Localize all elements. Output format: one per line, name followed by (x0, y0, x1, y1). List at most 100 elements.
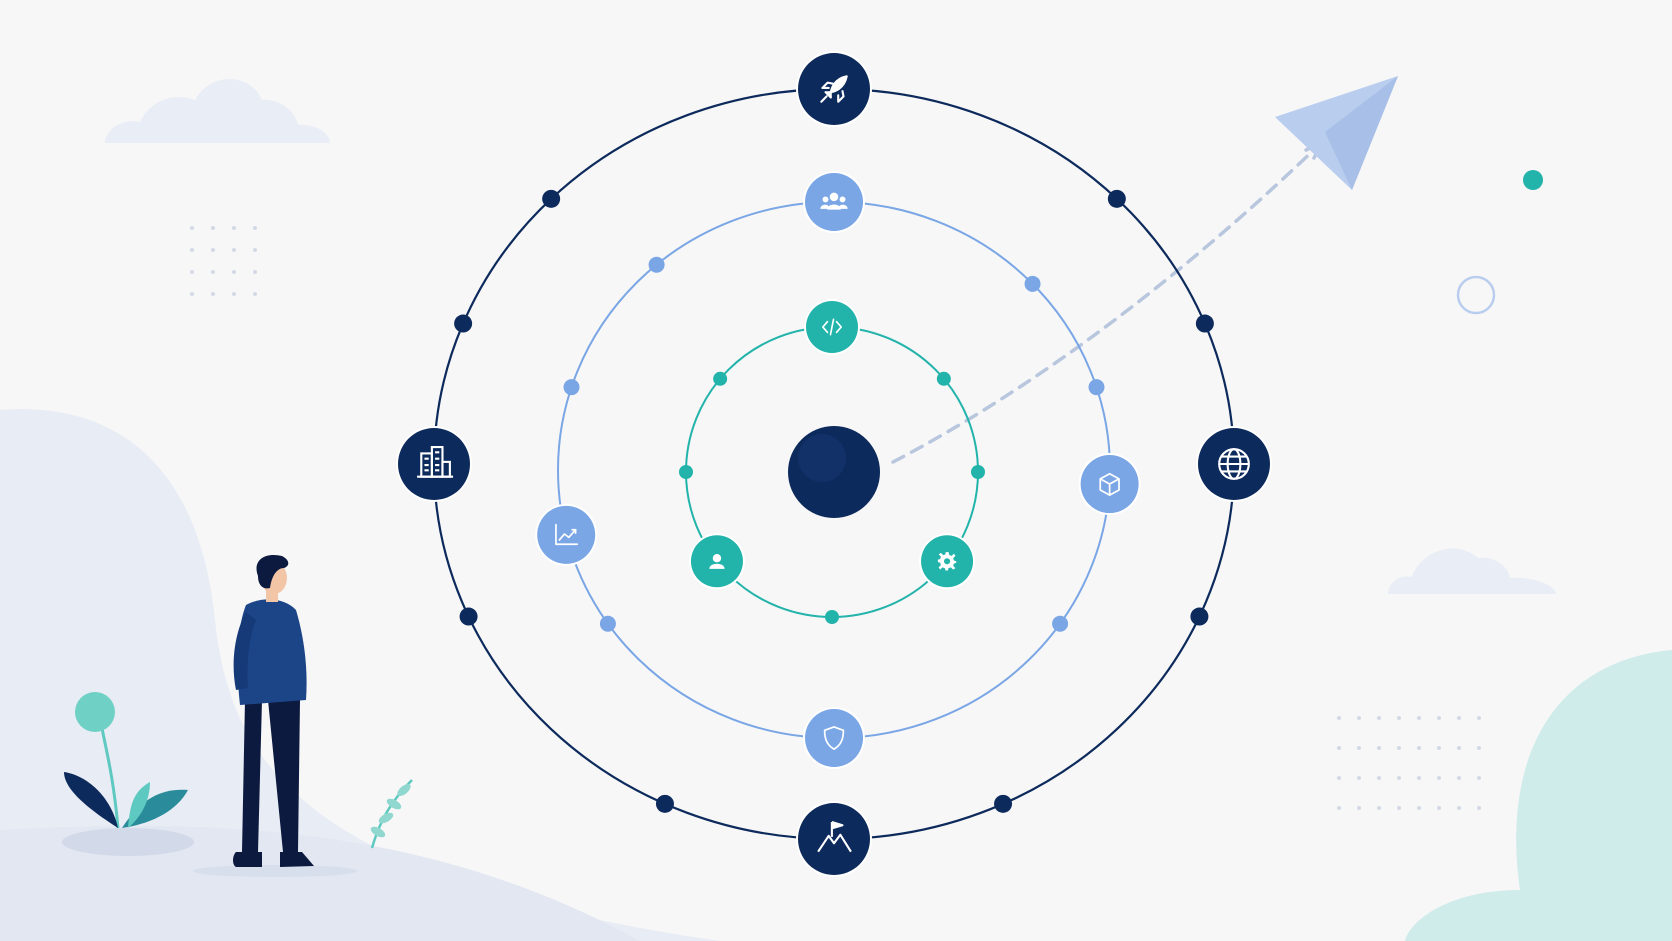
code-node (804, 299, 860, 355)
grid-dot (1377, 746, 1381, 750)
grid-dot (1377, 716, 1381, 720)
orbit-dot (599, 615, 616, 632)
dot-grid (1337, 716, 1481, 810)
grid-dot (1417, 806, 1421, 810)
hollow-circle (1456, 275, 1496, 315)
orbit-dot (459, 607, 478, 626)
grid-dot (1337, 776, 1341, 780)
orbit-dot (1024, 275, 1041, 292)
grid-dot (253, 292, 257, 296)
grid-dot (1477, 716, 1481, 720)
grid-dot (1417, 746, 1421, 750)
paper-plane-icon (1275, 76, 1398, 190)
grid-dot (1357, 776, 1361, 780)
grid-dot (232, 270, 236, 274)
buildings-node (396, 426, 472, 502)
background-decor (0, 79, 1672, 941)
team-node (803, 171, 865, 233)
orbit-dot (454, 314, 473, 333)
orbit-dot (542, 189, 561, 208)
globe-node (1196, 426, 1272, 502)
person-figure (193, 554, 357, 877)
grid-dot (190, 226, 194, 230)
teal-dot (1523, 170, 1543, 190)
grid-dot (232, 292, 236, 296)
cloud-icon (105, 79, 330, 143)
grid-dot (1477, 806, 1481, 810)
growth-chart-node (535, 503, 598, 566)
orbit-dot (563, 379, 580, 396)
orbit-dot (936, 371, 951, 386)
grid-dot (1377, 806, 1381, 810)
grid-dot (1397, 806, 1401, 810)
grid-dot (1337, 746, 1341, 750)
orbit-dot (713, 371, 728, 386)
orbit-dot (655, 794, 674, 813)
orbit-dot (648, 256, 665, 273)
grid-dot (1457, 716, 1461, 720)
shield-node (803, 707, 865, 769)
grid-dot (211, 270, 215, 274)
rocket-node (796, 51, 872, 127)
orbit-dot (1088, 379, 1105, 396)
gear-node (919, 533, 976, 590)
orbit-dot (1107, 189, 1126, 208)
grid-dot (211, 248, 215, 252)
grid-dot (1357, 746, 1361, 750)
orbit-dot (971, 465, 985, 479)
orbit-rings (396, 51, 1272, 877)
grid-dot (211, 292, 215, 296)
grid-dot (1397, 746, 1401, 750)
grid-dot (1357, 806, 1361, 810)
core-hub (788, 426, 880, 518)
grid-dot (1457, 746, 1461, 750)
orbit-dot (1052, 615, 1069, 632)
orbit-dot (679, 465, 693, 479)
grid-dot (253, 248, 257, 252)
grid-dot (190, 270, 194, 274)
orbit-dot (1190, 607, 1209, 626)
sprig-decor (370, 779, 413, 849)
grid-dot (1437, 746, 1441, 750)
grid-dot (232, 226, 236, 230)
dot-grid (190, 226, 257, 296)
grid-dot (1437, 806, 1441, 810)
orbit-dot (825, 610, 839, 624)
grid-dot (190, 248, 194, 252)
gear-icon (937, 552, 957, 571)
middle-ring (535, 171, 1141, 769)
grid-dot (1457, 806, 1461, 810)
user-node (688, 533, 745, 590)
grid-dot (211, 226, 215, 230)
grid-dot (1417, 776, 1421, 780)
grid-dot (1437, 776, 1441, 780)
grid-dot (1477, 746, 1481, 750)
inner-ring (679, 299, 985, 624)
plant-decor (62, 692, 194, 856)
dashed-launch-path (891, 140, 1324, 464)
grid-dot (1397, 776, 1401, 780)
grid-dot (1417, 716, 1421, 720)
cube-node (1078, 453, 1141, 516)
grid-dot (1437, 716, 1441, 720)
right-mint-blob (1405, 650, 1672, 941)
grid-dot (253, 270, 257, 274)
grid-dot (1477, 776, 1481, 780)
grid-dot (1397, 716, 1401, 720)
ground (0, 826, 640, 941)
flag-on-mountain-node (796, 801, 872, 877)
grid-dot (1337, 806, 1341, 810)
cloud-icon (1388, 548, 1556, 594)
grid-dot (232, 248, 236, 252)
outer-ring (396, 51, 1272, 877)
orbit-dot (994, 794, 1013, 813)
grid-dot (1377, 776, 1381, 780)
left-hill (0, 409, 720, 941)
grid-dot (1337, 716, 1341, 720)
grid-dot (1357, 716, 1361, 720)
grid-dot (190, 292, 194, 296)
grid-dot (1457, 776, 1461, 780)
grid-dot (253, 226, 257, 230)
orbit-dot (1195, 314, 1214, 333)
